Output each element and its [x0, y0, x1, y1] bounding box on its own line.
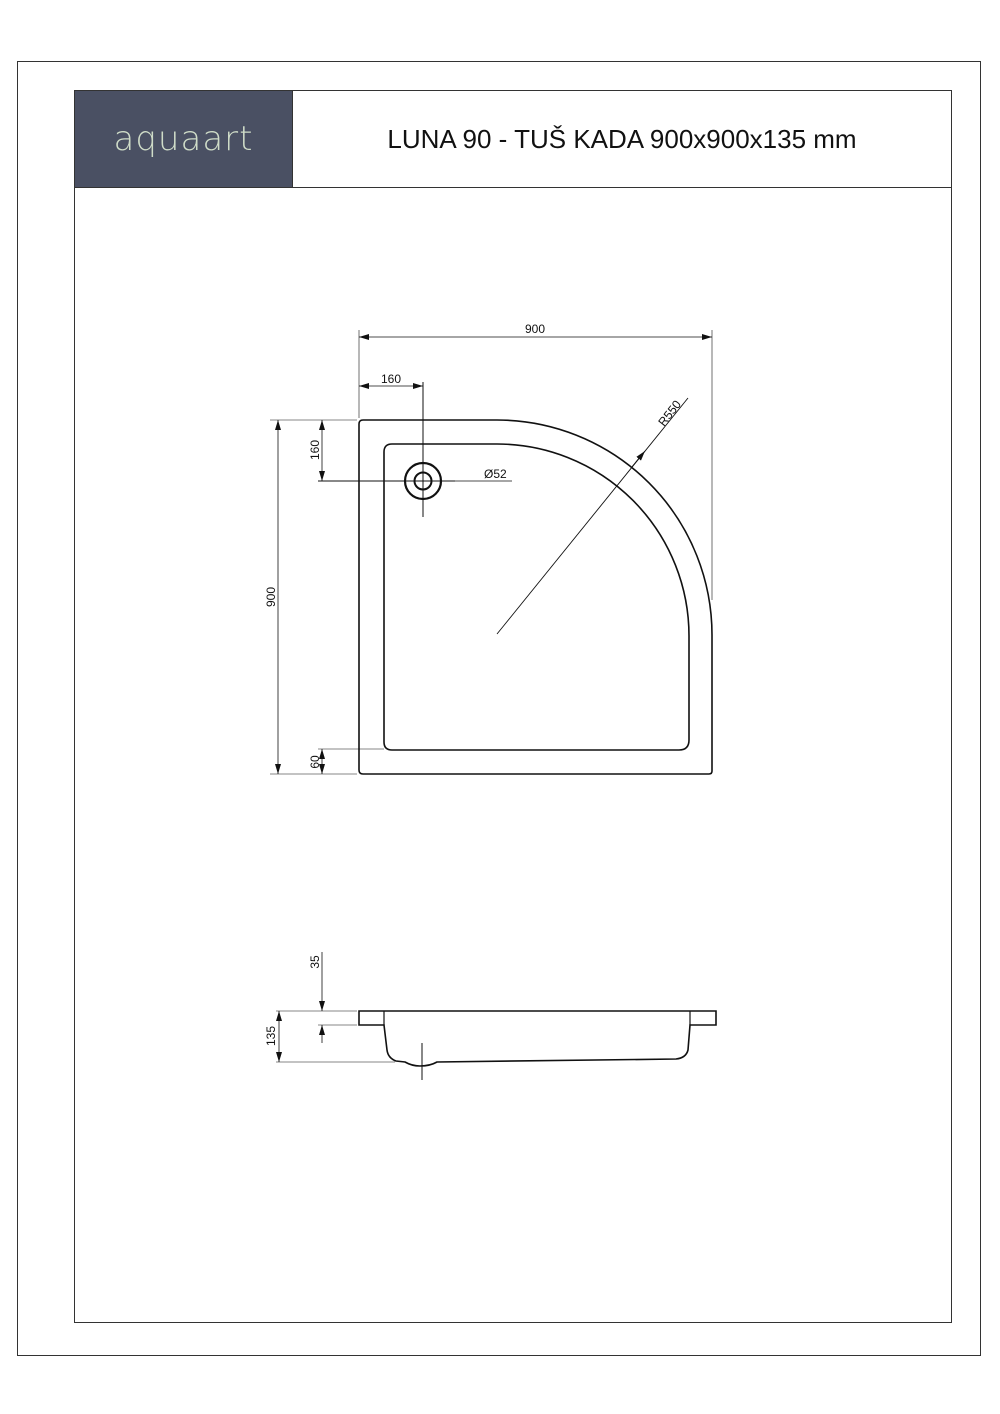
drawing-sheet: aquaart LUNA 90 - TUŠ KADA 900x900x135 m…	[74, 90, 952, 1323]
brand-logo-text: aquaart	[113, 119, 254, 159]
dim-drain-y-label: 160	[308, 440, 322, 460]
side-view	[276, 952, 717, 1080]
top-view	[270, 330, 713, 775]
dim-drain-diameter-label: Ø52	[484, 467, 507, 481]
brand-logo: aquaart	[75, 91, 293, 187]
dim-drain-x-label: 160	[381, 372, 401, 386]
title-cell: LUNA 90 - TUŠ KADA 900x900x135 mm	[293, 91, 951, 187]
title-block: aquaart LUNA 90 - TUŠ KADA 900x900x135 m…	[75, 91, 951, 188]
tray-outer-outline	[358, 419, 713, 775]
tray-side-profile	[358, 1010, 717, 1067]
dim-rim-label: 60	[308, 755, 322, 769]
dim-rim-height-label: 35	[308, 955, 322, 969]
dim-total-height-label: 135	[264, 1026, 278, 1046]
drawing-title: LUNA 90 - TUŠ KADA 900x900x135 mm	[387, 123, 857, 154]
outer-frame	[17, 61, 981, 1356]
dim-radius-label: R550	[655, 397, 684, 428]
tray-inner-outline	[383, 443, 690, 751]
dim-height-label: 900	[264, 587, 278, 607]
dim-width-label: 900	[525, 322, 545, 336]
